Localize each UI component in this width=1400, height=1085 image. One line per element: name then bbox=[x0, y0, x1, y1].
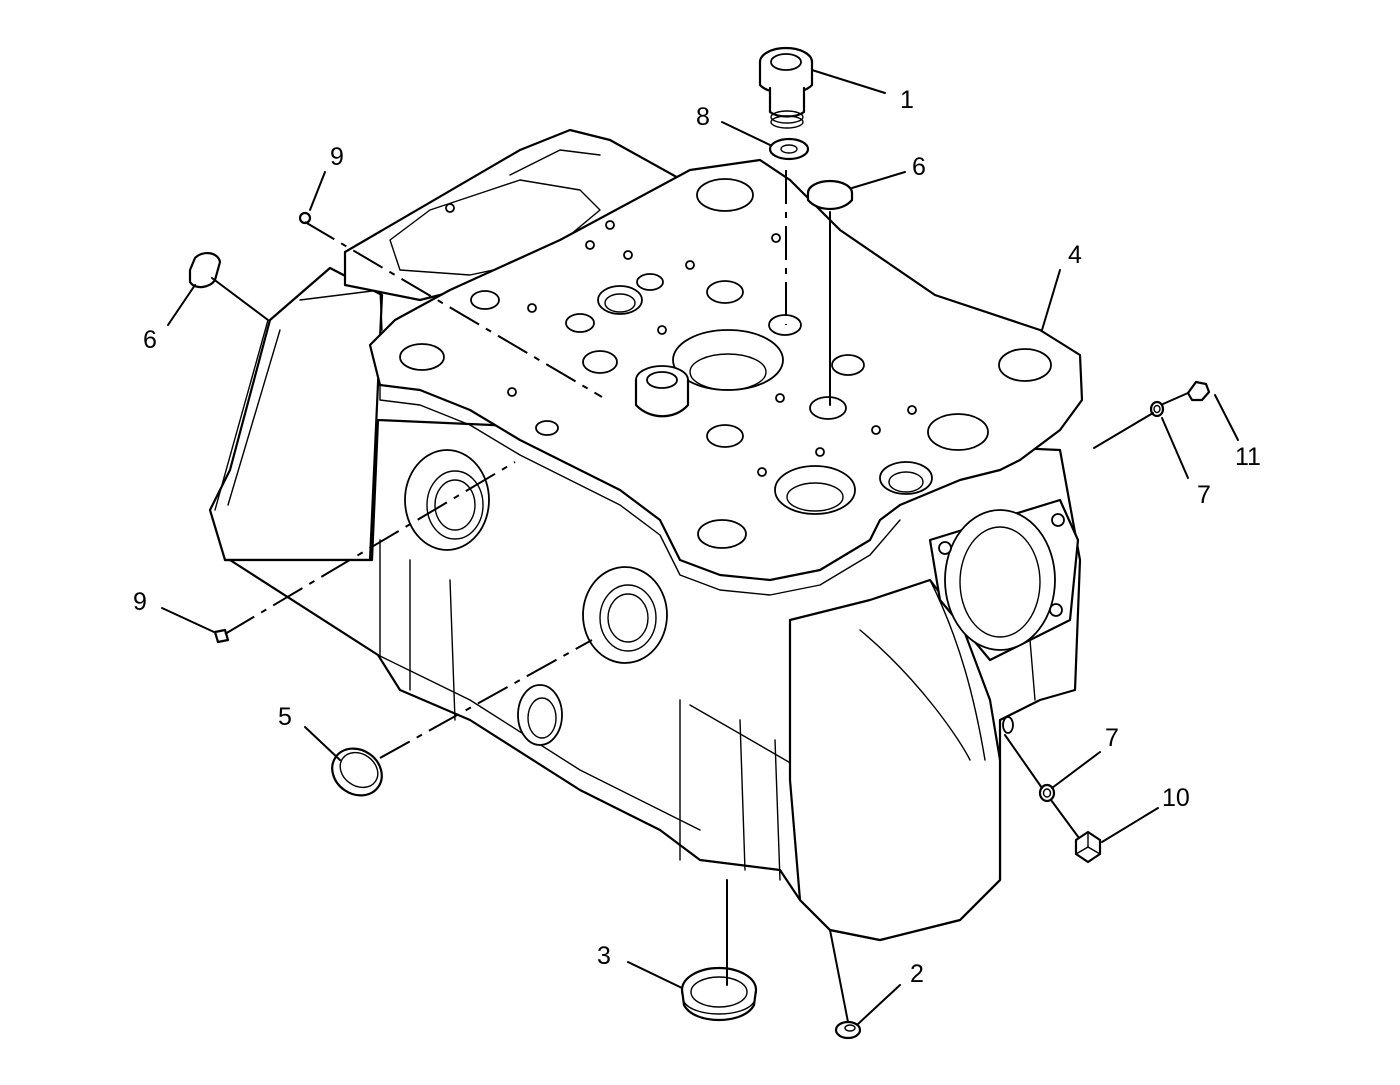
callout-11: 11 bbox=[1235, 443, 1261, 471]
callout-8: 8 bbox=[696, 103, 710, 131]
callout-1: 1 bbox=[900, 86, 914, 114]
part-6-cup-plug-top bbox=[806, 179, 854, 211]
cylinder-head-body bbox=[208, 128, 1082, 942]
callout-2: 2 bbox=[910, 960, 924, 988]
callout-9-top: 9 bbox=[330, 143, 344, 171]
callout-leaders bbox=[161, 69, 1239, 1025]
callout-3: 3 bbox=[597, 942, 611, 970]
part-8-washer bbox=[768, 137, 810, 161]
part-6-cup-plug-left bbox=[188, 252, 222, 289]
part-7-washer-right bbox=[1149, 400, 1165, 418]
part-5-seal-ring bbox=[331, 747, 383, 797]
front-ports bbox=[404, 449, 1014, 746]
assembly-centerlines bbox=[211, 170, 1189, 1023]
part-1-plug bbox=[758, 46, 814, 129]
callout-7-lower: 7 bbox=[1105, 724, 1119, 752]
callout-5: 5 bbox=[278, 703, 292, 731]
part-11-screw bbox=[1186, 380, 1211, 402]
callout-10: 10 bbox=[1162, 784, 1190, 812]
callout-4: 4 bbox=[1068, 241, 1082, 269]
part-10-bolt bbox=[1074, 830, 1102, 864]
top-deck-plate bbox=[368, 158, 1084, 596]
callout-9-left: 9 bbox=[133, 588, 147, 616]
callout-7-right: 7 bbox=[1197, 481, 1211, 509]
part-9-plug-left bbox=[213, 628, 230, 644]
part-7-washer-lower bbox=[1038, 783, 1056, 803]
part-2-plug-bottom bbox=[834, 1020, 862, 1040]
part-9-plug-top bbox=[298, 211, 312, 225]
part-3-sleeve bbox=[680, 966, 758, 1022]
callout-6-top: 6 bbox=[912, 153, 926, 181]
callout-6-left: 6 bbox=[143, 326, 157, 354]
